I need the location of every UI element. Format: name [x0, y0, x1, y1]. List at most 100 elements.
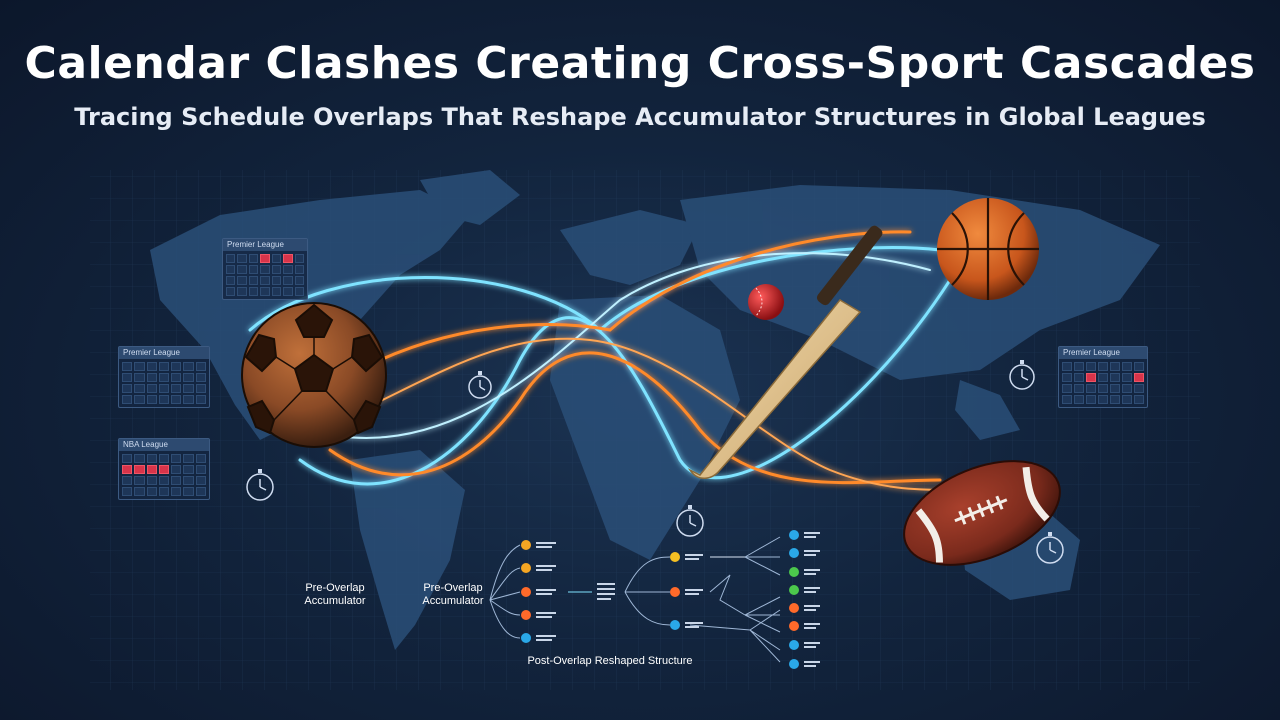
node-placeholder-text [536, 532, 820, 667]
cyan-line-wave [298, 278, 952, 486]
calendar-day [146, 395, 157, 404]
calendar-clash-day [134, 465, 145, 474]
africa [550, 295, 740, 560]
calendar-clash-day [122, 465, 133, 474]
calendar-day [1122, 384, 1132, 393]
calendar-day [183, 476, 194, 485]
orange-line-lower [339, 337, 951, 491]
stopwatch-icon [468, 371, 492, 399]
calendar-day [1110, 362, 1120, 371]
calendar-day [260, 265, 270, 274]
orange-line-upper [378, 230, 912, 362]
cascade-lines [248, 230, 952, 491]
calendar-clash-day [283, 254, 293, 263]
calendar-day [183, 454, 194, 463]
cyan-line-lower [309, 252, 931, 439]
calendar-day [1134, 384, 1144, 393]
calendar-day [171, 384, 182, 393]
europe [560, 210, 700, 285]
calendar-clash-day [158, 465, 170, 474]
calendar-day [226, 254, 236, 263]
calendar-day [171, 454, 182, 463]
southeast-asia [955, 380, 1020, 440]
calendar-grid [223, 251, 307, 299]
calendar-day [134, 487, 145, 496]
calendar-day [146, 487, 157, 496]
calendar-day [122, 476, 133, 485]
calendar-day [158, 362, 170, 371]
calendar-day [237, 265, 247, 274]
calendar-day [1062, 395, 1072, 404]
calendar-day [134, 476, 145, 485]
calendar-day [1062, 362, 1072, 371]
calendar-day [294, 276, 304, 285]
calendar-day [158, 373, 170, 382]
calendar-day [195, 465, 206, 474]
calendar-day [271, 276, 282, 285]
calendar-day [1074, 395, 1084, 404]
calendar-clash-day [146, 465, 157, 474]
calendar-day [122, 395, 133, 404]
south-america [350, 450, 465, 650]
calendar-widget: Premier League [118, 346, 210, 408]
calendar-day [260, 276, 270, 285]
calendar-day [1074, 373, 1084, 382]
cricket-ball-icon [748, 284, 784, 320]
calendar-day [1086, 384, 1096, 393]
calendar-label: Premier League [1059, 347, 1147, 359]
calendar-day [183, 373, 194, 382]
calendar-day [1098, 384, 1108, 393]
calendar-day [146, 454, 157, 463]
calendar-day [1086, 395, 1096, 404]
calendar-day [1110, 373, 1120, 382]
continents [150, 170, 1160, 650]
soccer-ball-icon [241, 302, 387, 448]
calendar-day [237, 276, 247, 285]
calendar-day [1122, 362, 1132, 371]
american-football-icon [903, 460, 1061, 566]
calendar-day [195, 395, 206, 404]
calendar-day [248, 254, 259, 263]
calendar-day [134, 362, 145, 371]
calendar-day [158, 384, 170, 393]
calendar-day [134, 373, 145, 382]
calendar-day [294, 265, 304, 274]
stopwatch-icon [246, 469, 274, 501]
calendar-clash-day [260, 254, 270, 263]
calendar-day [1134, 395, 1144, 404]
pre-overlap-label-left: Pre-Overlap Accumulator [304, 582, 366, 607]
calendar-day [1074, 362, 1084, 371]
calendar-day [134, 395, 145, 404]
calendar-day [1098, 362, 1108, 371]
calendar-day [158, 476, 170, 485]
calendar-day [158, 454, 170, 463]
stopwatch-icon [1009, 360, 1035, 390]
calendar-widget: Premier League [222, 238, 308, 300]
calendar-day [237, 254, 247, 263]
calendar-day [1098, 373, 1108, 382]
calendar-day [260, 287, 270, 296]
calendar-day [248, 276, 259, 285]
calendar-grid [119, 359, 209, 407]
calendar-day [1062, 384, 1072, 393]
cricket-bat-icon [687, 225, 883, 479]
calendar-day [158, 395, 170, 404]
calendar-day [171, 373, 182, 382]
calendar-day [283, 287, 293, 296]
calendar-day [171, 487, 182, 496]
calendar-day [1122, 395, 1132, 404]
calendar-widget: NBA League [118, 438, 210, 500]
calendar-grid [119, 451, 209, 499]
calendar-day [122, 362, 133, 371]
calendar-label: Premier League [119, 347, 209, 359]
calendar-day [158, 487, 170, 496]
greenland [420, 170, 520, 225]
calendar-day [146, 476, 157, 485]
calendar-day [134, 384, 145, 393]
calendar-day [226, 287, 236, 296]
page-title: Calendar Clashes Creating Cross-Sport Ca… [24, 38, 1256, 89]
calendar-day [1086, 362, 1096, 371]
stopwatch-icon [676, 505, 704, 537]
calendar-label: Premier League [223, 239, 307, 251]
